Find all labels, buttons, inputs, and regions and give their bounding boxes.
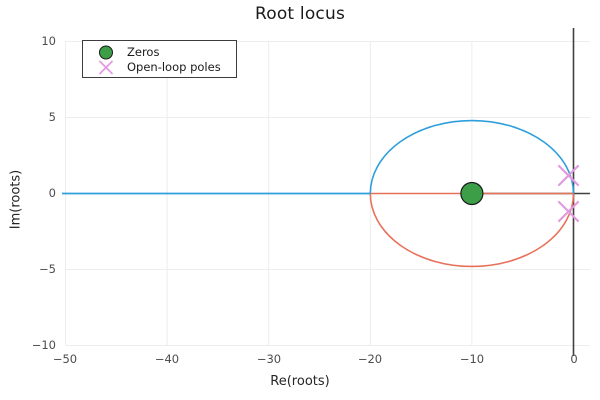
- pole-marker-lower: [557, 200, 580, 223]
- legend: Zeros Open-loop poles: [82, 40, 237, 78]
- ytick-label-2: 0: [48, 186, 56, 200]
- xtick-label-3: −20: [357, 352, 383, 366]
- xtick-label-0: −50: [52, 352, 78, 366]
- xtick-label-2: −30: [256, 352, 282, 366]
- x-axis-label: Re(roots): [270, 374, 330, 389]
- xtick-label-4: −10: [459, 352, 485, 366]
- legend-item-zeros: Zeros: [83, 44, 236, 61]
- chart-title: Root locus: [254, 4, 346, 24]
- legend-label-zeros: Zeros: [127, 45, 160, 59]
- locus-lower-arc: [369, 193, 575, 268]
- xtick-label-1: −40: [154, 352, 180, 366]
- legend-zero-circle-icon: [91, 44, 121, 61]
- legend-item-poles: Open-loop poles: [83, 59, 236, 76]
- pole-marker-upper: [557, 164, 580, 187]
- ytick-label-4: −10: [31, 338, 56, 352]
- legend-label-poles: Open-loop poles: [127, 60, 221, 74]
- zero-marker: [460, 181, 484, 206]
- legend-pole-x-icon: [91, 59, 121, 76]
- ytick-label-0: 10: [41, 34, 56, 48]
- xtick-label-5: 0: [570, 352, 578, 366]
- ytick-label-1: 5: [48, 110, 56, 124]
- ytick-label-3: −5: [39, 262, 56, 276]
- y-axis-label: Im(roots): [8, 169, 24, 230]
- locus-upper-arc: [369, 119, 575, 194]
